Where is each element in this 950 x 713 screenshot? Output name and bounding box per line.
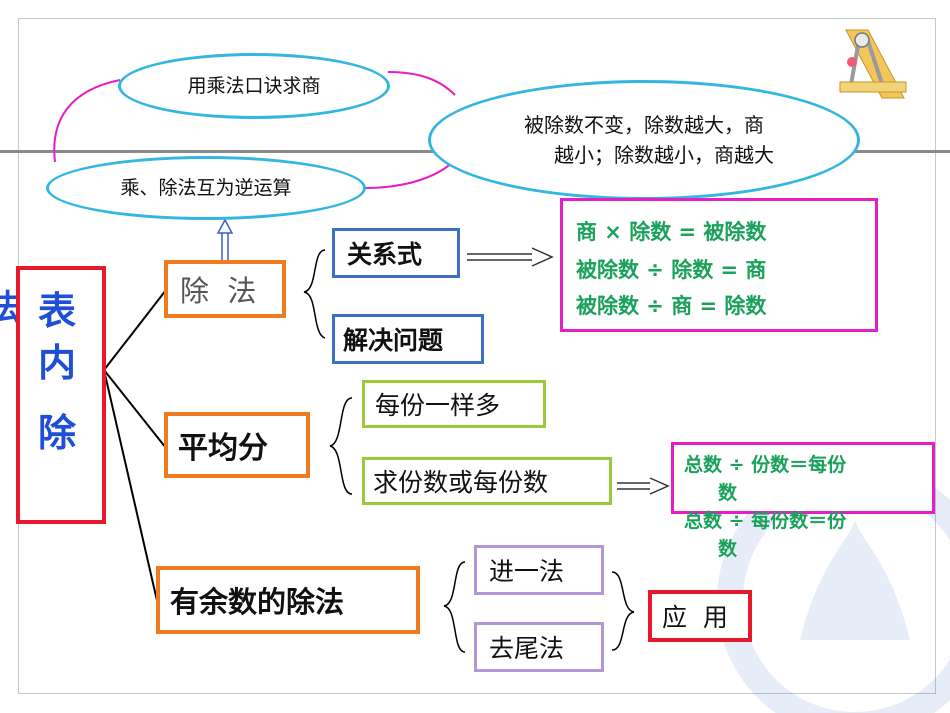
node-relation-label: 关系式 (347, 240, 423, 269)
formula-share-1-line1: 总数 ÷ 份数＝每份 (684, 454, 847, 476)
arrow-relation-to-formulas (467, 247, 554, 267)
arrow-find-to-formulas (617, 477, 670, 495)
root-node-table-division (16, 266, 106, 524)
formula-box-share (671, 442, 935, 514)
brace-remainder (443, 561, 466, 653)
node-find-count: 求份数或每份数 (362, 457, 612, 505)
node-solve-label: 解决问题 (343, 326, 444, 355)
formula-share-1-line2: 数 (718, 482, 738, 504)
node-application: 应 用 (648, 590, 752, 642)
node-round-down-label: 去尾法 (489, 634, 565, 663)
node-relation: 关系式 (332, 228, 460, 278)
root-link-even-share (103, 369, 167, 449)
node-division: 除 法 (164, 260, 286, 318)
bubble-text-line2: 越小；除数越小，商越大 (554, 143, 774, 167)
root-edge-glyph: 法 (0, 288, 20, 328)
node-remainder-label: 有余数的除法 (170, 585, 345, 619)
up-arrow (216, 218, 234, 263)
drafting-tools-icon (839, 29, 907, 99)
node-round-down: 去尾法 (474, 622, 604, 672)
formula-relation-2: 被除数 ÷ 除数 = 商 (576, 258, 767, 282)
formula-box-relations (560, 198, 878, 332)
bubble-text: 用乘法口诀求商 (187, 75, 321, 97)
bubble-text: 乘、除法互为逆运算 (120, 177, 292, 199)
bubble-inverse-operations: 乘、除法互为逆运算 (46, 156, 366, 220)
formula-share-2-line1: 总数 ÷ 每份数＝份 (684, 510, 847, 532)
root-char-1: 表 (38, 288, 77, 333)
brace-even-share (329, 397, 353, 495)
node-round-up-label: 进一法 (489, 557, 565, 586)
node-even-share-label: 平均分 (178, 431, 268, 466)
node-division-label: 除 法 (180, 274, 257, 308)
root-link-remainder (103, 369, 159, 606)
root-link-division (103, 289, 167, 371)
node-round-up: 进一法 (474, 545, 604, 595)
bubble-connector-top-right (387, 71, 456, 96)
root-char-3: 除 (38, 410, 77, 455)
node-solve-problems: 解决问题 (332, 314, 484, 364)
formula-relation-1: 商 × 除数 = 被除数 (576, 220, 767, 244)
formula-relation-3: 被除数 ÷ 商 = 除数 (576, 294, 767, 318)
brace-division (303, 249, 326, 339)
root-char-2: 内 (38, 340, 77, 385)
bubble-connector-left (53, 79, 121, 163)
bubble-text-line1: 被除数不变，除数越大，商 (524, 113, 764, 137)
node-find-count-label: 求份数或每份数 (373, 468, 549, 497)
node-application-label: 应 用 (662, 603, 728, 632)
bubble-quotient-rule: 被除数不变，除数越大，商 越小；除数越小，商越大 (428, 80, 860, 200)
bubble-multiplication-table: 用乘法口诀求商 (118, 53, 390, 119)
brace-apply (611, 571, 635, 651)
node-remainder-division: 有余数的除法 (156, 566, 420, 634)
node-equal-parts-label: 每份一样多 (375, 391, 501, 420)
bubble-connector-bottom-right (364, 159, 456, 189)
node-equal-parts: 每份一样多 (362, 380, 546, 428)
node-even-share: 平均分 (164, 412, 310, 478)
formula-share-2-line2: 数 (718, 538, 738, 560)
